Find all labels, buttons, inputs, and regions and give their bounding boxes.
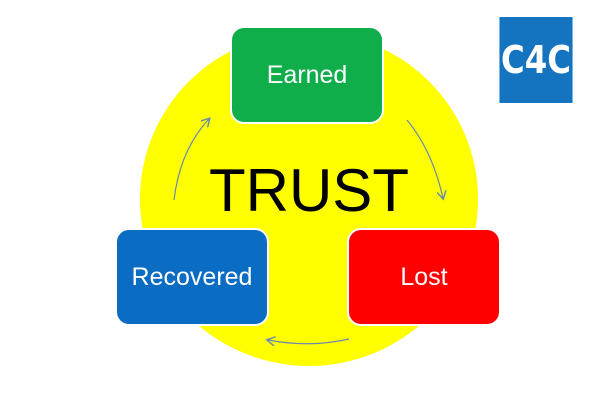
- c4c-logo: C4C: [499, 17, 573, 103]
- arrow-recovered-to-earned: [173, 119, 209, 201]
- arrow-lost-to-recovered: [268, 339, 350, 344]
- diagram-title: TRUST: [209, 157, 409, 224]
- logo-text: C4C: [501, 38, 571, 82]
- stage-lost: Lost: [347, 228, 501, 326]
- arrow-earned-to-lost: [406, 119, 443, 198]
- stage-recovered-label: Recovered: [131, 262, 253, 291]
- stage-lost-label: Lost: [400, 262, 448, 291]
- stage-recovered: Recovered: [115, 228, 269, 326]
- stage-earned: Earned: [230, 26, 384, 124]
- stage-earned-label: Earned: [266, 60, 348, 89]
